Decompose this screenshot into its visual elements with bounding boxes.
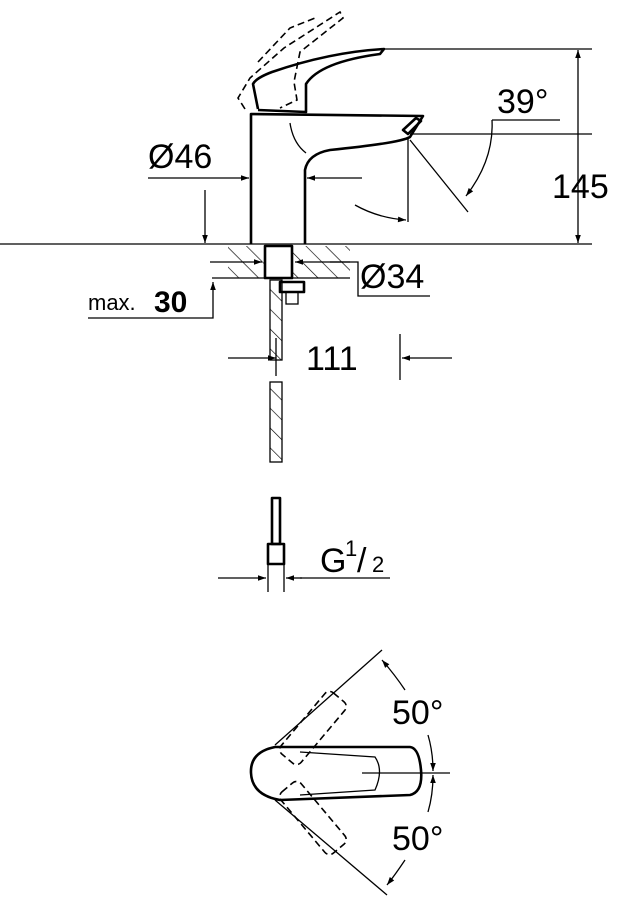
- connection-label-numerator: 1: [345, 536, 357, 561]
- height-label: 145: [552, 168, 609, 206]
- lever: [251, 47, 386, 114]
- rotation-left-label: 50°: [392, 694, 443, 732]
- lever-open-position: [237, 10, 345, 110]
- deck-thickness-prefix: max.: [88, 290, 136, 315]
- mounting-stud: [263, 244, 294, 280]
- connector-nut: [266, 542, 286, 566]
- aerator: [401, 116, 423, 136]
- body-diameter-label: Ø46: [148, 138, 212, 176]
- supply-hose-lower: [269, 381, 283, 463]
- lever-top-view: [249, 745, 423, 802]
- lever-right-position: [278, 780, 348, 856]
- deck-thickness-value: 30: [154, 286, 187, 319]
- faucet-body: [249, 112, 425, 244]
- connection-label-denominator: 2: [372, 552, 384, 577]
- hose-tail: [270, 496, 282, 546]
- side-view: 145 Ø46 39° Ø34 max. 30 111 G 1 / 2: [0, 10, 609, 592]
- svg-text:/: /: [357, 542, 367, 580]
- connection-label: G: [320, 542, 346, 580]
- spout-angle-label: 39°: [497, 83, 548, 121]
- hole-diameter-label: Ø34: [360, 258, 424, 296]
- lever-left-position: [278, 690, 348, 766]
- spout-reach-label: 111: [306, 340, 358, 378]
- top-view: 50° 50°: [249, 649, 450, 896]
- rotation-right-label: 50°: [392, 820, 443, 858]
